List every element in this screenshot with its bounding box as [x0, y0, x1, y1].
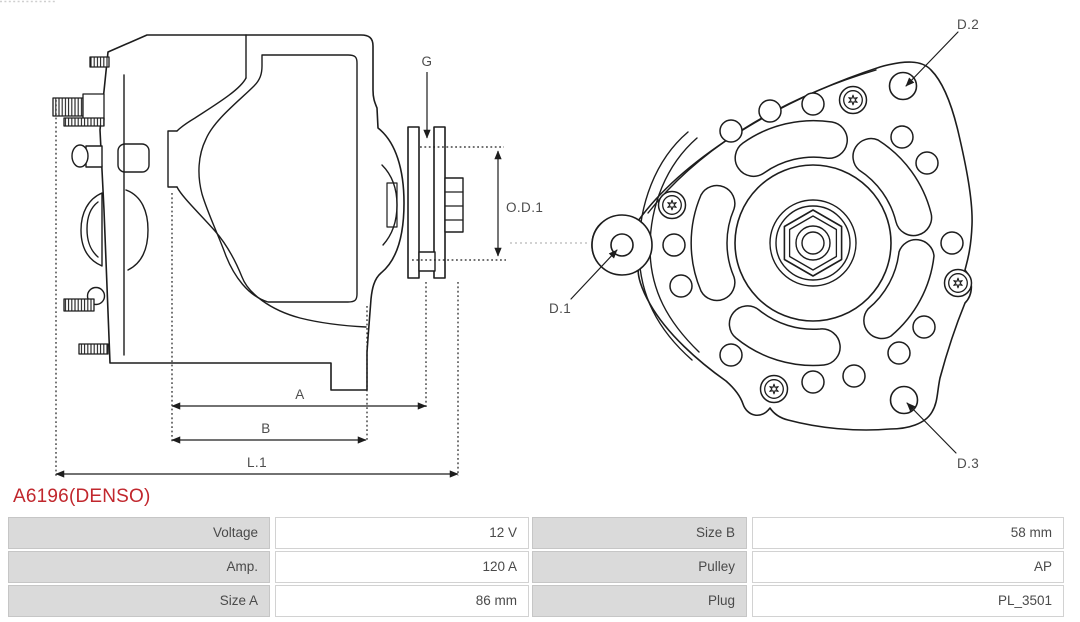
- vent-holes: [662, 92, 964, 394]
- technical-drawing: G O.D.1 A B L.1: [0, 0, 979, 478]
- spec-value-voltage: 12 V: [275, 517, 529, 549]
- label-b: B: [261, 421, 270, 436]
- label-od1: O.D.1: [506, 200, 543, 215]
- side-dimensions: [55, 72, 590, 478]
- extension-lines: [55, 100, 506, 476]
- alternator-side-view: [52, 34, 464, 391]
- spec-value-amp: 120 A: [275, 551, 529, 583]
- spec-label-size-b: Size B: [532, 517, 747, 549]
- pulley: [407, 126, 464, 279]
- label-l1: L.1: [247, 455, 267, 470]
- side-body-outline: [99, 34, 405, 391]
- front-leaders: [570, 31, 959, 454]
- mounting-hole-d2: [888, 71, 918, 101]
- label-d3: D.3: [957, 456, 979, 471]
- spec-label-pulley: Pulley: [532, 551, 747, 583]
- label-g: G: [422, 54, 433, 69]
- terminal-studs: [52, 56, 110, 355]
- label-d1: D.1: [549, 301, 571, 316]
- label-d2: D.2: [957, 17, 979, 32]
- rear-cover-bumps: [71, 144, 106, 306]
- spec-label-voltage: Voltage: [8, 517, 270, 549]
- spec-value-plug: PL_3501: [752, 585, 1064, 617]
- side-interior-lines: [117, 34, 398, 356]
- spec-value-pulley: AP: [752, 551, 1064, 583]
- spec-value-size-b: 58 mm: [752, 517, 1064, 549]
- spec-value-size-a: 86 mm: [275, 585, 529, 617]
- part-number-title: A6196(DENSO): [13, 486, 151, 507]
- spec-label-plug: Plug: [532, 585, 747, 617]
- mounting-ear: [591, 214, 653, 276]
- label-a: A: [295, 387, 304, 402]
- spec-label-amp: Amp.: [8, 551, 270, 583]
- alternator-front-view: [570, 31, 973, 454]
- spec-label-size-a: Size A: [8, 585, 270, 617]
- rotor-hub: [734, 164, 892, 322]
- vent-slots: [690, 119, 935, 367]
